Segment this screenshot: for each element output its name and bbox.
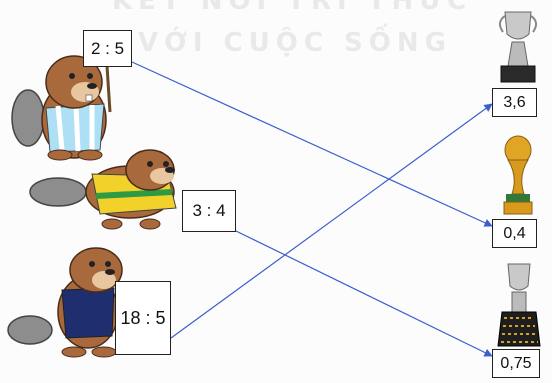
ratio-card-2-5[interactable]: 2 : 5 xyxy=(83,30,132,67)
silver-cup-trophy-illustration xyxy=(500,12,536,82)
answer-box-0-75[interactable]: 0,75 xyxy=(492,349,540,378)
ratio-card-3-4[interactable]: 3 : 4 xyxy=(182,190,236,232)
beaver-argentina-illustration xyxy=(12,56,110,160)
connector-3-4-to-0-75 xyxy=(236,231,492,356)
ratio-card-18-5[interactable]: 18 : 5 xyxy=(115,281,171,355)
answer-box-0-4[interactable]: 0,4 xyxy=(492,219,537,248)
beaver-brazil-illustration xyxy=(30,150,176,229)
gold-world-cup-trophy-illustration xyxy=(504,136,532,214)
beaver-navy-illustration xyxy=(8,248,122,357)
answer-box-3-6[interactable]: 3,6 xyxy=(492,88,537,117)
silver-black-trophy-illustration xyxy=(498,264,540,346)
